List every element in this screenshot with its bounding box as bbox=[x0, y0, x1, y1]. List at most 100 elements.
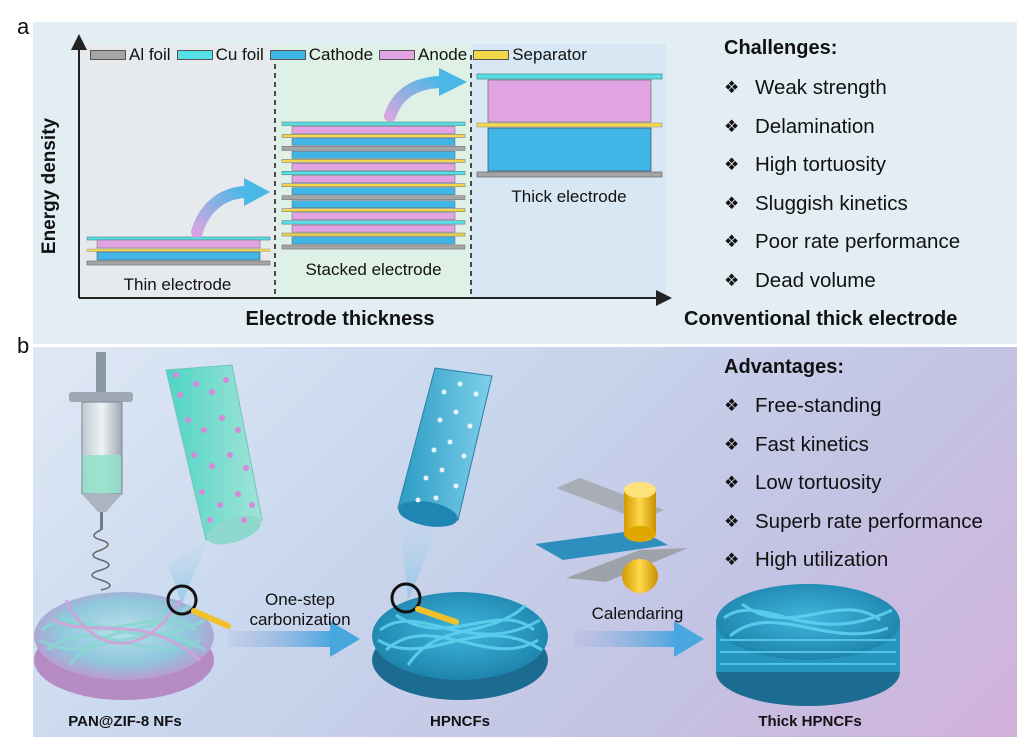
stacked-layer-al-foil bbox=[281, 244, 466, 250]
legend-label: Cu foil bbox=[215, 45, 264, 64]
stacked-layer-separator bbox=[281, 183, 466, 187]
list-item-label: High utilization bbox=[755, 548, 889, 571]
list-item-label: Weak strength bbox=[755, 76, 887, 99]
legend-item: Cu foil bbox=[176, 45, 264, 65]
stacked-layer-anode bbox=[291, 224, 456, 233]
legend-label: Separator bbox=[512, 45, 587, 64]
stacked-layer-cu-foil bbox=[281, 121, 466, 126]
list-item: ❖ Poor rate performance bbox=[724, 223, 960, 262]
list-item-label: Superb rate performance bbox=[755, 509, 983, 533]
legend: Al foil Cu foil Cathode Anode Separator bbox=[90, 45, 593, 65]
thick-electrode-label: Thick electrode bbox=[511, 187, 627, 206]
stacked-layer-cathode bbox=[291, 236, 456, 245]
list-item: ❖High tortuosity bbox=[724, 146, 960, 185]
legend-label: Anode bbox=[418, 45, 468, 64]
step-label-line: One-step bbox=[265, 590, 335, 609]
list-item: ❖ High utilization bbox=[724, 541, 983, 580]
thin-electrode-label: Thin electrode bbox=[123, 275, 232, 294]
diamond-bullet-icon: ❖ bbox=[724, 550, 740, 569]
list-item: ❖ Dead volume bbox=[724, 262, 960, 301]
stacked-layer-cathode bbox=[291, 200, 456, 209]
list-item: ❖ Delamination bbox=[724, 108, 960, 147]
growth-arrow-2 bbox=[384, 68, 467, 122]
diamond-bullet-icon: ❖ bbox=[724, 232, 740, 251]
stacked-layer-cathode bbox=[291, 138, 456, 146]
panel-label-a: a bbox=[17, 14, 30, 39]
legend-swatch bbox=[379, 50, 416, 60]
material-label-hpncfs: HPNCFs bbox=[429, 713, 490, 730]
stacked-layer-separator bbox=[281, 134, 466, 138]
stacked-layer-anode bbox=[291, 126, 456, 134]
list-item: ❖ Superb rate performance bbox=[724, 503, 983, 542]
list-item: ❖ Weak strength bbox=[724, 69, 960, 108]
zif8-fiber-tube bbox=[165, 364, 263, 604]
x-axis-label: Electrode thickness bbox=[245, 308, 435, 330]
hpncf-fiber-tube bbox=[397, 367, 493, 600]
stacked-layer-anode bbox=[291, 163, 456, 171]
calendaring-rollers-icon bbox=[535, 478, 688, 593]
syringe-icon bbox=[69, 352, 133, 591]
legend-label: Cathode bbox=[308, 45, 374, 64]
list-item-label: Poor rate performance bbox=[755, 230, 961, 253]
thin-electrode-stack bbox=[86, 236, 271, 266]
legend-item: Al foil bbox=[90, 45, 171, 65]
stacked-electrode-label: Stacked electrode bbox=[305, 260, 442, 279]
list-item: ❖ Low tortuosity bbox=[724, 464, 983, 503]
list-item-label: High tortuosity bbox=[755, 153, 887, 176]
diamond-bullet-icon: ❖ bbox=[724, 78, 740, 97]
calendaring-step-label: Calendaring bbox=[575, 604, 700, 624]
diamond-bullet-icon: ❖ bbox=[724, 434, 740, 454]
stacked-layer-cathode bbox=[291, 151, 456, 159]
diamond-bullet-icon: ❖ bbox=[724, 396, 740, 415]
diamond-bullet-icon: ❖ bbox=[724, 511, 740, 531]
stacked-layer-cu-foil bbox=[281, 220, 466, 225]
legend-label: Al foil bbox=[129, 45, 171, 64]
list-item: ❖ Free-standing bbox=[724, 387, 983, 426]
calendaring-arrow bbox=[574, 621, 704, 657]
conventional-caption: Conventional thick electrode bbox=[684, 308, 958, 330]
stacked-layer-anode bbox=[291, 212, 456, 220]
list-item: ❖ Sluggish kinetics bbox=[724, 185, 960, 224]
list-item: ❖ Fast kinetics bbox=[724, 426, 983, 465]
panel-label-b: b bbox=[17, 333, 30, 358]
thick-electrode-stack bbox=[476, 73, 663, 178]
advantages-title: Advantages: bbox=[724, 356, 845, 378]
material-label-pan-zif8: PAN@ZIF-8 NFs bbox=[68, 713, 182, 730]
diamond-bullet-icon: ❖ bbox=[724, 193, 740, 213]
list-item-label: Sluggish kinetics bbox=[755, 191, 908, 215]
legend-swatch bbox=[176, 50, 213, 60]
stacked-layer-anode bbox=[291, 175, 456, 184]
legend-swatch bbox=[90, 50, 126, 60]
list-item-label: Dead volume bbox=[755, 268, 876, 292]
stacked-layer-separator bbox=[281, 232, 466, 237]
hpncf-fiber-mat bbox=[372, 592, 548, 700]
advantages-list: ❖ Free-standing ❖ Fast kinetics ❖ Low tortuos… bbox=[724, 387, 983, 580]
stacked-layer-separator bbox=[281, 159, 466, 163]
step-label-line: carbonization bbox=[249, 610, 351, 629]
list-item-label: Delamination bbox=[755, 114, 875, 138]
stacked-electrode-stack bbox=[281, 121, 466, 250]
stacked-layer-cu-foil bbox=[281, 171, 466, 176]
list-item-label: Free-standing bbox=[755, 394, 882, 417]
legend-item: Cathode bbox=[269, 45, 374, 65]
legend-swatch bbox=[473, 50, 510, 60]
diamond-bullet-icon: ❖ bbox=[724, 473, 740, 492]
step-label-line: Calendaring bbox=[591, 604, 684, 623]
list-item-label: Low tortuosity bbox=[755, 471, 882, 494]
stacked-layer-al-foil bbox=[281, 146, 466, 151]
legend-swatch bbox=[269, 50, 306, 60]
diamond-bullet-icon: ❖ bbox=[724, 270, 740, 290]
thick-hpncf-mat bbox=[716, 584, 900, 706]
magnifier-icon bbox=[166, 584, 231, 629]
stacked-layer-al-foil bbox=[281, 195, 466, 201]
stacked-layer-separator bbox=[281, 208, 466, 212]
challenges-list: ❖Weak strength❖Delamination❖High tortuos… bbox=[724, 69, 960, 300]
list-item-label: Fast kinetics bbox=[755, 432, 869, 456]
challenges-title: Challenges: bbox=[724, 37, 838, 59]
diamond-bullet-icon: ❖ bbox=[724, 116, 740, 136]
growth-arrow-1 bbox=[191, 178, 270, 238]
material-label-thick-hpncfs: Thick HPNCFs bbox=[758, 713, 862, 730]
carbonization-step-label: One-step carbonization bbox=[235, 590, 365, 630]
